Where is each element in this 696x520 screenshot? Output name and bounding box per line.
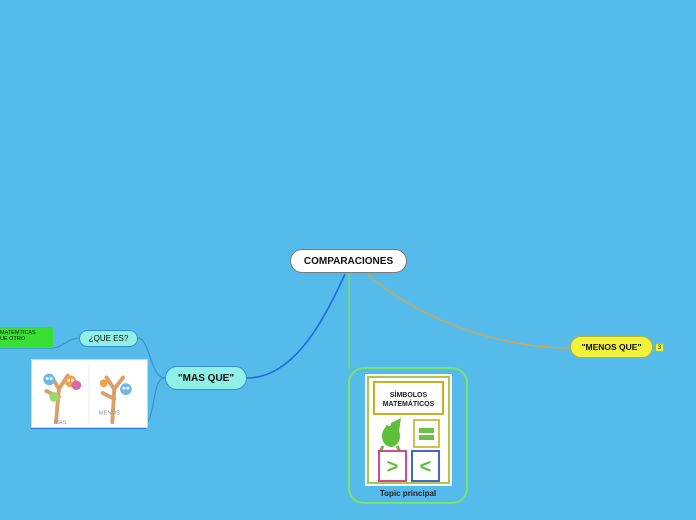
que-es-node[interactable]: ¿QUE ES? (79, 330, 138, 347)
symbols-poster-image[interactable]: SÍMBOLOS MATEMÁTICOS > < (365, 374, 452, 486)
owl-illustration: MAS MENOS (32, 360, 147, 427)
topic-node-frame[interactable] (348, 367, 468, 504)
link-root-menos (366, 273, 571, 349)
owl-comparison-image[interactable]: MAS MENOS (31, 359, 148, 428)
mas-que-node[interactable]: "MAS QUE" (165, 366, 247, 390)
note-line-2: UE OTRO (0, 336, 26, 342)
owl-right-word: MENOS (99, 410, 120, 416)
note-line-1: MATEMTICAS (0, 330, 36, 336)
child-count-badge[interactable]: 3 (655, 343, 664, 352)
owl-left-word: MAS (54, 420, 67, 426)
poster-title-1: SÍMBOLOS (390, 390, 428, 399)
root-node[interactable]: COMPARACIONES (290, 249, 407, 273)
link-quees-note (52, 337, 80, 349)
menos-que-node[interactable]: "MENOS QUE" (570, 336, 653, 358)
link-root-mas (246, 273, 346, 379)
poster-symbol-greater: > (387, 456, 399, 478)
topic-label: Topic principal (379, 489, 437, 498)
poster-symbol-less: < (420, 456, 432, 478)
link-mas-quees (137, 337, 166, 379)
note-node[interactable]: MATEMTICAS UE OTRO (0, 327, 53, 348)
poster-title-2: MATEMÁTICOS (383, 399, 435, 408)
poster-illustration: SÍMBOLOS MATEMÁTICOS > < (365, 374, 452, 486)
